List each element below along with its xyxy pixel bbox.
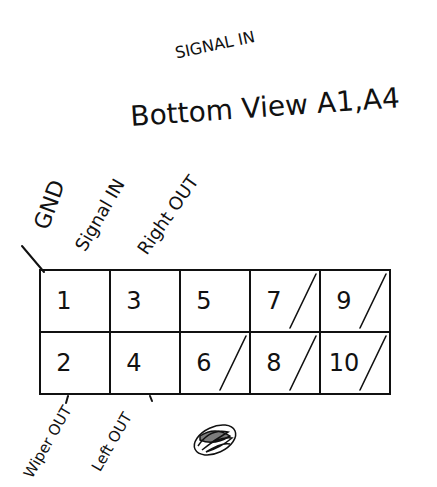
pin-name: Wiper OUT bbox=[21, 403, 75, 481]
pin-number: 2 bbox=[56, 350, 71, 376]
slash-mark bbox=[360, 274, 386, 328]
grid-line bbox=[109, 270, 111, 394]
slash-mark bbox=[290, 274, 316, 328]
pin-number: 10 bbox=[329, 350, 360, 376]
pin-number: 8 bbox=[266, 350, 281, 376]
pin-name: Signal IN bbox=[71, 175, 128, 254]
grid-line bbox=[319, 270, 321, 394]
grid-line bbox=[40, 331, 390, 333]
pin-number: 7 bbox=[266, 288, 281, 314]
slash-mark bbox=[360, 336, 386, 390]
pin-number: 5 bbox=[196, 288, 211, 314]
grid-line bbox=[179, 270, 181, 394]
signal-note: SIGNAL IN bbox=[174, 28, 257, 62]
pin-number: 9 bbox=[336, 288, 351, 314]
grid-outline bbox=[40, 270, 390, 394]
pin-name: Left OUT bbox=[89, 410, 136, 474]
pin-number: 1 bbox=[56, 288, 71, 314]
scribble bbox=[190, 419, 241, 461]
view-title: Bottom View A1,A4 bbox=[129, 83, 400, 133]
pin-number: 6 bbox=[196, 350, 211, 376]
leader-line bbox=[150, 396, 152, 401]
slash-mark bbox=[220, 336, 246, 390]
pin-name: Right OUT bbox=[134, 172, 203, 258]
connector-grid bbox=[40, 270, 390, 394]
slash-mark bbox=[290, 336, 316, 390]
pin-number: 3 bbox=[126, 288, 141, 314]
unused-pin-slashes bbox=[220, 274, 386, 390]
pin-number: 4 bbox=[126, 350, 141, 376]
pin-name: GND bbox=[30, 177, 70, 233]
grid-line bbox=[249, 270, 251, 394]
leader-lines bbox=[22, 246, 152, 403]
leader-line bbox=[22, 246, 44, 272]
leader-line bbox=[66, 396, 68, 403]
